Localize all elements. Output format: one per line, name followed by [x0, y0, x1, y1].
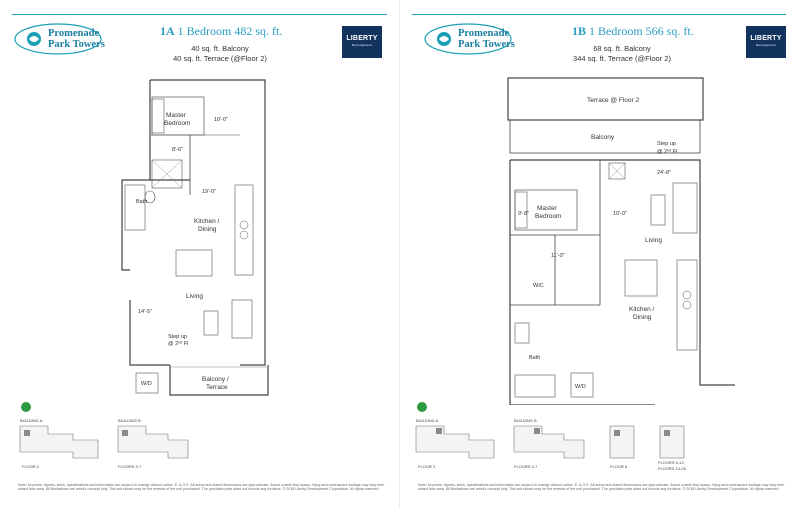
stepup-label-2: @ 2ⁿᵈ Fl: [168, 340, 188, 347]
keyplan-floor-2: FLOOR 8: [610, 464, 628, 469]
brand-line1: Promenade: [458, 28, 510, 39]
keyplan-building-a: BUILDING A: [20, 418, 43, 423]
floorplan-1a: Master Bedroom 10'-0" 8'-6" 19'-0" Bath …: [121, 79, 269, 396]
living-dim: 14'-5": [138, 309, 152, 315]
compass-icon: [21, 402, 31, 412]
brand-line2: Park Towers: [48, 39, 105, 50]
disclaimer: Note: All prices, figures, sizes, specif…: [418, 482, 785, 492]
unit-code: 1A: [160, 24, 175, 38]
liberty-name: LIBERTY: [346, 35, 378, 42]
bath-label: Bath: [136, 199, 147, 205]
bedroom-dim: 10'-0": [214, 117, 228, 123]
keyplan-1a: BUILDING A BUILDING B FLOOR 2 FLOORS 3-7: [19, 402, 189, 469]
kitchen-label-1: Kitchen /: [629, 306, 654, 313]
keyplan-floor-1: FLOORS 3-7: [118, 464, 142, 469]
wic-dim: 11'-0": [551, 253, 565, 259]
wic-label: WIC: [533, 283, 544, 289]
living-dim: 24'-8": [657, 170, 671, 176]
keyplan-1b: BUILDING A BUILDING B FLOOR 2 FLOORS 3-7…: [415, 402, 687, 471]
stepup-label-2: @ 2ⁿᵈ Fl: [657, 148, 677, 155]
balcony-area: 40 sq. ft. Balcony: [191, 44, 249, 53]
stepup-label-1: Step up: [168, 334, 187, 340]
balcony-label-2: Terrace: [206, 384, 228, 391]
floorplan-sheet-1a: Promenade Park Towers 1A 1 Bedroom 482 s…: [12, 14, 387, 492]
floorplan-1b: Terrace @ Floor 2 Balcony Step up @ 2ⁿᵈ …: [507, 77, 735, 405]
liberty-logo: LIBERTY Development: [746, 26, 786, 58]
promenade-logo: Promenade Park Towers: [424, 22, 524, 56]
disclaimer: Note: All prices, figures, sizes, specif…: [18, 482, 385, 492]
bath-label: Bath: [529, 355, 540, 361]
terrace-area: 40 sq. ft. Terrace (@Floor 2): [173, 54, 267, 63]
living-label: Living: [186, 293, 203, 300]
unit-title-text: 1 Bedroom 566 sq. ft.: [589, 24, 694, 38]
liberty-sub: Development: [352, 43, 372, 47]
liberty-sub: Development: [756, 43, 776, 47]
bedroom-dim: 10'-0": [613, 211, 627, 217]
keyplan-floor-0: FLOOR 2: [418, 464, 436, 469]
keyplan-building-a: BUILDING A: [416, 418, 439, 423]
balcony-label: Balcony: [591, 134, 615, 141]
kitchen-label-1: Kitchen /: [194, 218, 219, 225]
keyplan-building-b: BUILDING B: [118, 418, 141, 423]
master-bedroom-label-1: Master: [166, 112, 187, 119]
balcony-label-1: Balcony /: [202, 376, 229, 383]
unit-title: 1B 1 Bedroom 566 sq. ft.: [572, 24, 694, 39]
unit-title: 1A 1 Bedroom 482 sq. ft.: [160, 24, 282, 39]
keyplan-floor-4: FLOORS 14-26: [658, 466, 687, 471]
unit-code: 1B: [572, 24, 587, 38]
kitchen-label-2: Dining: [198, 226, 217, 233]
liberty-name: LIBERTY: [750, 35, 782, 42]
unit-title-text: 1 Bedroom 482 sq. ft.: [177, 24, 283, 38]
living-label: Living: [645, 237, 662, 244]
master-bedroom-label-1: Master: [537, 205, 558, 212]
master-bedroom-label-2: Bedroom: [164, 120, 190, 127]
kitchen-dim: 19'-0": [202, 189, 216, 195]
brand-line2: Park Towers: [458, 39, 515, 50]
promenade-logo: Promenade Park Towers: [14, 22, 114, 56]
keyplan-building-b: BUILDING B: [514, 418, 537, 423]
keyplan-floor-0: FLOOR 2: [22, 464, 40, 469]
wd-label: W/D: [575, 384, 586, 390]
bedroom-dim2: 8'-6": [172, 147, 183, 153]
stepup-label-1: Step up: [657, 141, 676, 147]
balcony-area: 68 sq. ft. Balcony: [593, 44, 651, 53]
compass-icon: [417, 402, 427, 412]
header-rule: [12, 14, 387, 15]
brand-line1: Promenade: [48, 28, 100, 39]
master-bedroom-label-2: Bedroom: [535, 213, 561, 220]
kitchen-label-2: Dining: [633, 314, 652, 321]
header-rule: [412, 14, 786, 15]
bedroom-dim2: 9'-8": [518, 211, 529, 217]
floorplan-sheet-1b: Promenade Park Towers 1B 1 Bedroom 566 s…: [399, 0, 798, 508]
keyplan-floor-3: FLOORS 9-13: [658, 460, 684, 465]
terrace-label: Terrace @ Floor 2: [587, 97, 639, 104]
keyplan-floor-1: FLOORS 3-7: [514, 464, 538, 469]
wd-label: W/D: [141, 381, 152, 387]
liberty-logo: LIBERTY Development: [342, 26, 382, 58]
terrace-area: 344 sq. ft. Terrace (@Floor 2): [573, 54, 671, 63]
